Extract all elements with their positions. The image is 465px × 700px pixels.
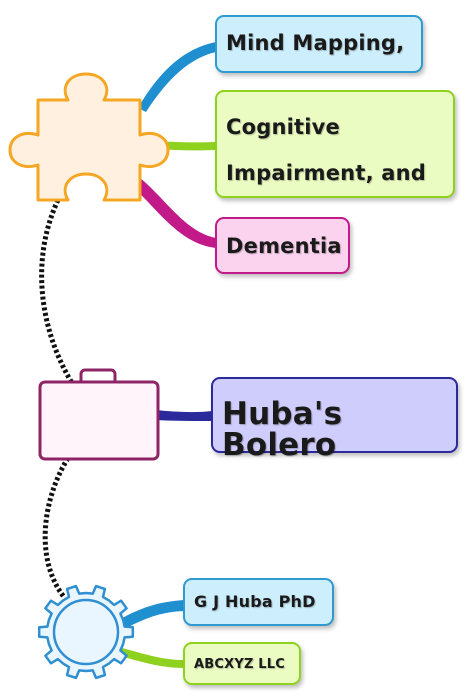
node-cognitive-line1: Cognitive (226, 115, 340, 139)
node-author-label: G J Huba PhD (194, 592, 316, 611)
node-author[interactable]: G J Huba PhD (183, 578, 334, 626)
puzzle-piece-icon (8, 72, 170, 202)
branch-author (122, 600, 184, 628)
connector-briefcase-gear (42, 456, 71, 599)
node-huba-bolero-label: Huba's Bolero (222, 396, 343, 463)
node-company-label: ABCXYZ LLC (194, 657, 286, 672)
node-dementia[interactable]: Dementia (215, 217, 350, 274)
branch-huba-bolero (156, 410, 212, 421)
node-mind-mapping[interactable]: Mind Mapping, (215, 15, 423, 73)
gear-icon (37, 584, 135, 680)
branch-mind-mapping (138, 42, 216, 112)
node-cognitive-impairment[interactable]: Cognitive Impairment, and (215, 90, 455, 198)
node-mind-mapping-label: Mind Mapping, (226, 31, 405, 55)
connector-puzzle-briefcase (39, 198, 75, 385)
node-cognitive-line2: Impairment, and (226, 161, 427, 185)
briefcase-icon (38, 368, 160, 461)
node-company[interactable]: ABCXYZ LLC (183, 642, 301, 685)
branch-company (120, 648, 184, 668)
branch-dementia (134, 178, 216, 248)
node-dementia-label: Dementia (226, 234, 342, 258)
node-huba-bolero[interactable]: Huba's Bolero (211, 377, 458, 461)
